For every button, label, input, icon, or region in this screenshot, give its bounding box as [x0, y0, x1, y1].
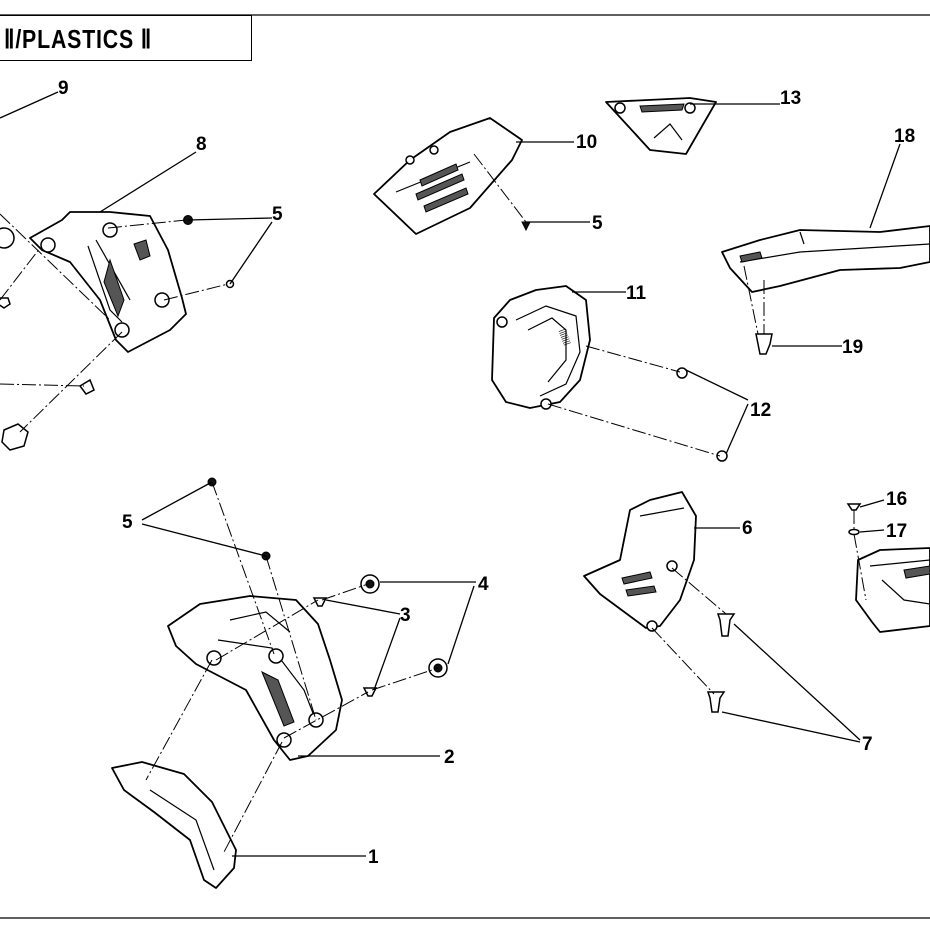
part-18-rail[interactable] — [721, 225, 930, 293]
part-8-side-panel[interactable] — [29, 211, 187, 353]
callout-3: 3 — [400, 605, 411, 626]
leader-lines — [0, 91, 901, 857]
callout-16: 16 — [886, 489, 907, 510]
part-1-lower-panel[interactable] — [111, 761, 237, 889]
callout-11: 12 — [750, 400, 771, 421]
callout-13: 13 — [780, 88, 801, 109]
callout-5-lower: 5 — [122, 512, 133, 533]
callout-9: 10 — [576, 132, 597, 153]
callout-5-upper: 5 — [272, 204, 283, 225]
part-edge-bracket[interactable] — [855, 547, 930, 633]
part-2-lower-shroud[interactable] — [167, 595, 343, 761]
part-13-bracket[interactable] — [605, 97, 717, 155]
callout-19: 19 — [842, 337, 863, 358]
callout-6: 6 — [742, 518, 753, 539]
callout-10: 11 — [626, 283, 647, 304]
callout-2: 2 — [444, 747, 455, 768]
callout-8: 8 — [196, 134, 207, 155]
callout-4: 4 — [478, 574, 489, 595]
callout-labels: 9 8 5 10 5 13 18 11 19 12 16 17 6 7 5 4 … — [58, 78, 915, 868]
callout-17: 17 — [886, 521, 907, 542]
callout-7: 9 — [58, 78, 69, 99]
callout-5-center: 5 — [592, 213, 603, 234]
callout-12: 7 — [862, 734, 873, 755]
part-9-top-cover[interactable] — [373, 117, 523, 235]
diagram-title: Ⅱ/PLASTICS Ⅱ — [4, 24, 153, 54]
assembly-centerlines — [0, 153, 867, 853]
part-6-shroud[interactable] — [583, 491, 697, 632]
part-7-left-hardware[interactable] — [0, 227, 95, 451]
part-10-sprocket-cover[interactable]: |||||||| — [491, 285, 591, 410]
callout-1: 1 — [368, 847, 379, 868]
title-box: Ⅱ/PLASTICS Ⅱ — [0, 15, 252, 61]
callout-18: 18 — [894, 126, 915, 147]
